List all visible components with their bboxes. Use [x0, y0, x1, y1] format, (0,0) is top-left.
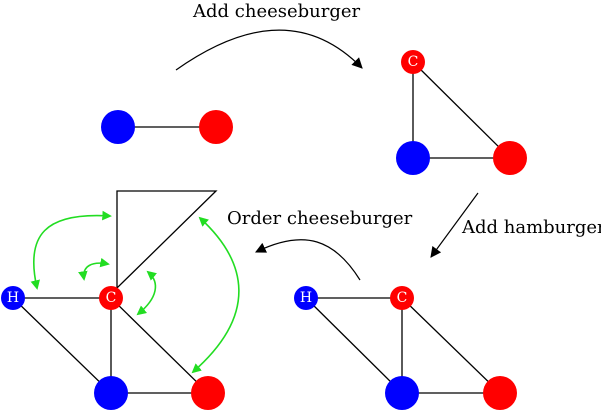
stage-1-graph: [101, 110, 233, 144]
hamburger-letter: H: [300, 290, 312, 306]
label-order-cheeseburger: Order cheeseburger: [227, 208, 413, 229]
red-node: [483, 376, 517, 410]
edge-c-red: [401, 297, 501, 394]
cheeseburger-letter: C: [408, 54, 419, 70]
cheeseburger-node: [99, 286, 123, 310]
stage-2-graph: C: [396, 50, 527, 175]
green-arrow-red-triangle: [191, 216, 240, 374]
edge-h-blue: [305, 297, 403, 394]
hamburger-node: [294, 286, 318, 310]
blue-node: [396, 141, 430, 175]
blue-node: [94, 376, 128, 410]
stage-4-graph: H C: [1, 190, 240, 410]
label-add-hamburger: Add hamburger: [461, 217, 601, 238]
hamburger-letter: H: [7, 290, 19, 306]
red-node: [191, 376, 225, 410]
cheeseburger-letter: C: [106, 290, 117, 306]
arrow-add-hamburger: [430, 192, 479, 258]
green-arrow-c-triangle-right: [136, 270, 157, 316]
green-arrow-c-triangle-left: [78, 257, 110, 281]
green-arrow-h-triangle: [30, 210, 112, 290]
arrow-order-cheeseburger: [255, 239, 361, 281]
cheeseburger-node: [390, 286, 414, 310]
cheeseburger-node: [401, 50, 425, 74]
red-node: [493, 141, 527, 175]
cheeseburger-letter: C: [397, 290, 408, 306]
order-triangle: [116, 190, 218, 290]
red-node: [199, 110, 233, 144]
label-add-cheeseburger: Add cheeseburger: [192, 1, 361, 22]
blue-node: [385, 376, 419, 410]
arrow-add-cheeseburger: [175, 29, 363, 71]
edge-c-red: [412, 61, 511, 159]
edge-c-red: [110, 297, 209, 394]
hamburger-node: [1, 286, 25, 310]
edge-h-blue: [12, 297, 112, 394]
stage-3-graph: H C: [294, 286, 517, 410]
blue-node: [101, 110, 135, 144]
